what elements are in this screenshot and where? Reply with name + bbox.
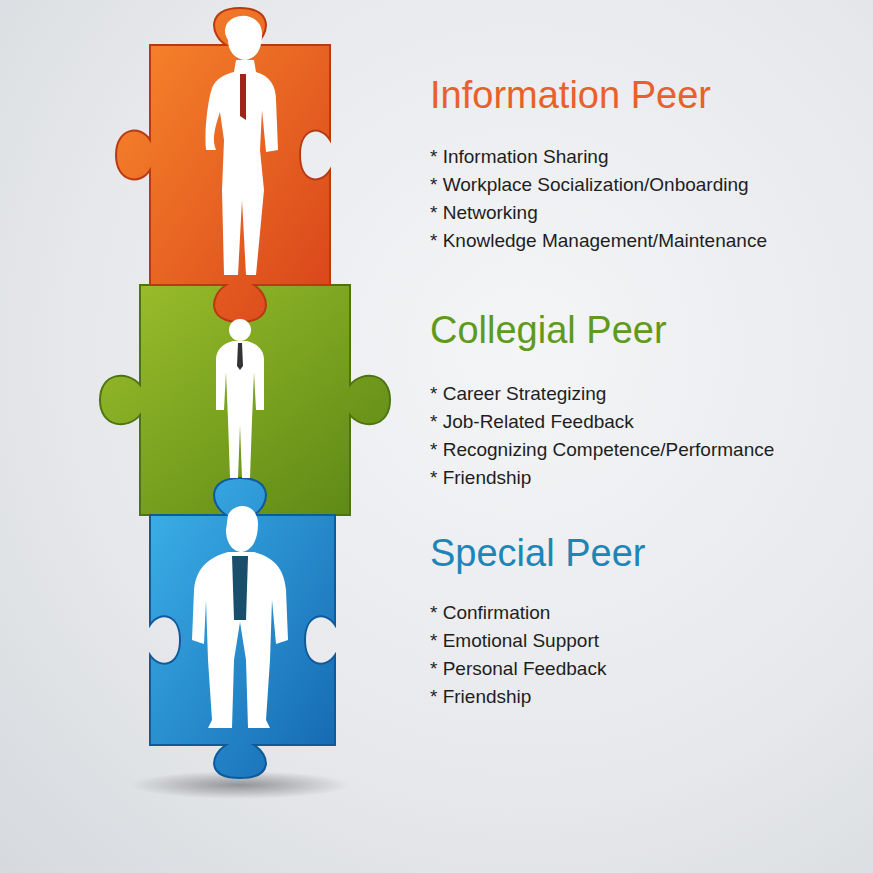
bullet-item: * Information Sharing (430, 143, 767, 171)
bullet-item: * Friendship (430, 464, 774, 492)
group-heading: Special Peer (430, 530, 645, 576)
bullet-item: * Friendship (430, 683, 645, 711)
man-silhouette (216, 319, 264, 478)
bullet-item: * Job-Related Feedback (430, 408, 774, 436)
peer-group: Collegial Peer * Career Strategizing* Job… (430, 307, 774, 492)
puzzle-piece-orange (116, 8, 330, 322)
peer-group: Special Peer * Confirmation* Emotional Su… (430, 530, 645, 711)
bullet-item: * Career Strategizing (430, 380, 774, 408)
group-heading: Collegial Peer (430, 307, 774, 353)
bullet-item: * Emotional Support (430, 627, 645, 655)
bullet-item: * Confirmation (430, 599, 645, 627)
peer-group: Information Peer * Information Sharing* W… (430, 72, 767, 255)
bullet-item: * Networking (430, 199, 767, 227)
bullet-item: * Personal Feedback (430, 655, 645, 683)
man-silhouette (192, 506, 288, 728)
bullet-item: * Knowledge Management/Maintenance (430, 227, 767, 255)
woman-silhouette (205, 16, 278, 275)
puzzle-piece-blue (150, 478, 335, 778)
bullet-item: * Workplace Socialization/Onboarding (430, 171, 767, 199)
bullet-item: * Recognizing Competence/Performance (430, 436, 774, 464)
group-heading: Information Peer (430, 72, 767, 118)
